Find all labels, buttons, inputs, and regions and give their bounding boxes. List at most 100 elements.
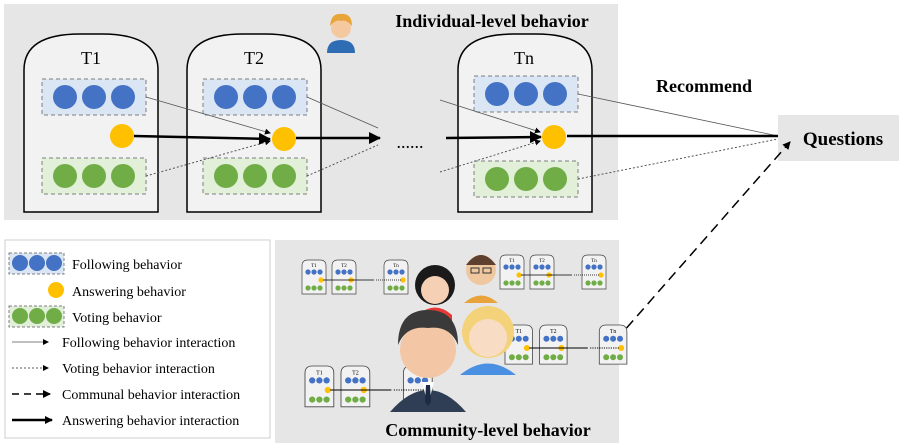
mini-timestep-label: T1 xyxy=(316,370,323,376)
mini-following-dot xyxy=(407,377,414,384)
mini-timestep-label: T2 xyxy=(539,259,545,264)
legend-voting-icon xyxy=(8,305,65,328)
mini-following-dot xyxy=(522,335,529,342)
mini-timestep-label: T1 xyxy=(516,329,523,335)
mini-voting-dot xyxy=(515,280,521,286)
mini-following-dot xyxy=(617,335,623,342)
mini-following-dot xyxy=(533,264,539,270)
mini-following-dot xyxy=(557,335,564,342)
voting-group xyxy=(473,160,579,198)
voting-group xyxy=(41,157,147,195)
mini-voting-dot xyxy=(399,285,405,291)
mini-following-dot xyxy=(323,377,330,384)
mini-following-dot xyxy=(399,269,405,275)
mini-answering-dot xyxy=(324,386,331,394)
mini-voting-dot xyxy=(557,354,564,361)
mini-timestep-label: Tn xyxy=(393,264,399,269)
mini-following-dot xyxy=(515,264,521,270)
mini-following-dot xyxy=(597,264,603,270)
mini-timestep-label: T2 xyxy=(550,329,557,335)
mini-voting-dot xyxy=(352,396,359,403)
timestep-label: T1 xyxy=(81,48,101,68)
legend-following-interaction: Following behavior interaction xyxy=(62,336,235,351)
mini-answering-dot xyxy=(598,272,604,278)
mini-voting-dot xyxy=(617,354,623,361)
mini-voting-dot xyxy=(309,396,316,403)
following-group xyxy=(41,78,147,116)
mini-voting-dot xyxy=(603,354,610,361)
mini-timestep-label: T2 xyxy=(352,370,359,376)
mini-following-dot xyxy=(610,335,617,342)
mini-following-dot xyxy=(550,335,557,342)
mini-following-dot xyxy=(305,269,311,275)
mini-answering-dot xyxy=(618,345,625,351)
communal-interaction-line xyxy=(615,141,791,341)
mini-following-dot xyxy=(509,264,515,270)
questions-box xyxy=(778,115,899,161)
legend-answering-interaction: Answering behavior interaction xyxy=(62,414,239,429)
mini-voting-dot xyxy=(543,354,550,361)
mini-voting-dot xyxy=(550,354,557,361)
following-interaction-lines xyxy=(145,93,779,137)
mini-answering-dot xyxy=(400,277,406,283)
blonde-woman-icon xyxy=(460,306,516,375)
following-group xyxy=(473,75,579,113)
mini-answering-dot xyxy=(523,345,530,351)
mini-following-dot xyxy=(387,269,393,275)
mini-following-dot xyxy=(543,335,550,342)
mini-voting-dot xyxy=(311,285,317,291)
mini-timestep-label: T1 xyxy=(509,259,515,264)
legend: Following behavior Answering behavior Vo… xyxy=(4,239,271,439)
mini-voting-dot xyxy=(610,354,617,361)
mini-timestep-label: T2 xyxy=(341,264,347,269)
mini-voting-dot xyxy=(597,280,603,286)
mini-voting-dot xyxy=(316,396,323,403)
mini-voting-dot xyxy=(323,396,330,403)
legend-voting-interaction: Voting behavior interaction xyxy=(62,362,215,377)
ellipsis: ...... xyxy=(397,132,424,152)
mini-voting-dot xyxy=(359,396,366,403)
mini-voting-dot xyxy=(393,285,399,291)
mini-timestep-label: Tn xyxy=(591,259,597,264)
mini-voting-dot xyxy=(508,354,515,361)
mini-voting-dot xyxy=(522,354,529,361)
mini-following-dot xyxy=(311,269,317,275)
legend-following-icon xyxy=(8,252,65,275)
mini-voting-dot xyxy=(591,280,597,286)
answering-node xyxy=(110,124,134,148)
mini-following-dot xyxy=(414,377,421,384)
answering-node xyxy=(542,125,566,149)
mini-timestep-group: T1 T2 Tn xyxy=(499,254,607,290)
timestep-label: T2 xyxy=(244,48,264,68)
following-group xyxy=(202,78,308,116)
mini-voting-dot xyxy=(341,285,347,291)
mini-timestep-label: Tn xyxy=(610,329,617,335)
answering-node xyxy=(272,127,296,151)
mini-voting-dot xyxy=(345,396,352,403)
mini-following-dot xyxy=(539,264,545,270)
mini-following-dot xyxy=(345,377,352,384)
legend-answering: Answering behavior xyxy=(72,285,186,300)
mini-timestep-group: T1 T2 Tn xyxy=(504,324,628,365)
legend-communal-interaction: Communal behavior interaction xyxy=(62,388,240,403)
mini-voting-dot xyxy=(533,280,539,286)
mini-voting-dot xyxy=(539,280,545,286)
mini-following-dot xyxy=(515,335,522,342)
mini-voting-dot xyxy=(387,285,393,291)
mini-following-dot xyxy=(316,377,323,384)
mini-following-dot xyxy=(347,269,353,275)
mini-following-dot xyxy=(309,377,316,384)
mini-following-dot xyxy=(591,264,597,270)
mini-following-dot xyxy=(359,377,366,384)
questions-label: Questions xyxy=(803,129,883,150)
voting-interaction-lines xyxy=(145,138,779,180)
mini-following-dot xyxy=(393,269,399,275)
businessman-icon xyxy=(390,310,466,412)
timestep-label: Tn xyxy=(514,48,534,68)
man-glasses-icon xyxy=(464,255,498,303)
mini-following-dot xyxy=(545,264,551,270)
mini-following-dot xyxy=(421,377,429,384)
mini-following-dot xyxy=(335,269,341,275)
